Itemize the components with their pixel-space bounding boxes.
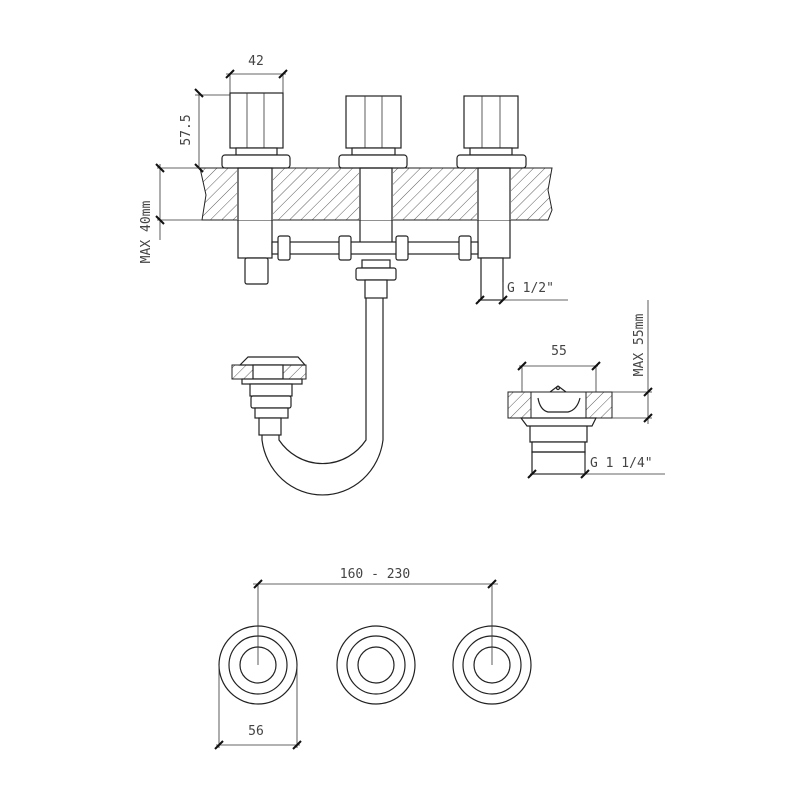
dimension-drain-thread: G 1 1/4" — [527, 455, 665, 479]
label-knob-width: 42 — [248, 54, 264, 69]
dimension-max-drain: MAX 55mm — [612, 300, 653, 424]
pop-up-waste — [231, 356, 307, 436]
label-max-drain: MAX 55mm — [632, 314, 647, 377]
label-knob-height: 57.5 — [179, 114, 194, 145]
drain-section — [507, 385, 613, 475]
label-drain-thread: G 1 1/4" — [590, 456, 653, 471]
label-center-distance: 160 - 230 — [340, 567, 410, 582]
dimension-drain-width: 55 — [517, 344, 601, 392]
under-counter-assembly — [237, 167, 511, 301]
rosette-center — [336, 625, 416, 705]
dimension-max-counter: MAX 40mm — [139, 163, 202, 264]
dimension-knob-width: 42 — [225, 54, 288, 93]
spout-body-center — [338, 95, 408, 169]
dimension-rosette-diameter: 56 — [214, 665, 302, 750]
label-supply-thread: G 1/2" — [507, 281, 554, 296]
label-drain-width: 55 — [551, 344, 567, 359]
handle-left — [221, 92, 291, 169]
dimension-center-distance: 160 - 230 — [253, 567, 498, 665]
label-rosette-diameter: 56 — [248, 724, 264, 739]
handle-right — [456, 95, 527, 169]
dimension-supply-thread: G 1/2" — [475, 281, 568, 305]
label-max-counter: MAX 40mm — [139, 201, 154, 264]
dimension-knob-height: 57.5 — [179, 88, 230, 173]
flexible-hose — [261, 298, 384, 496]
countertop-section — [199, 167, 553, 221]
